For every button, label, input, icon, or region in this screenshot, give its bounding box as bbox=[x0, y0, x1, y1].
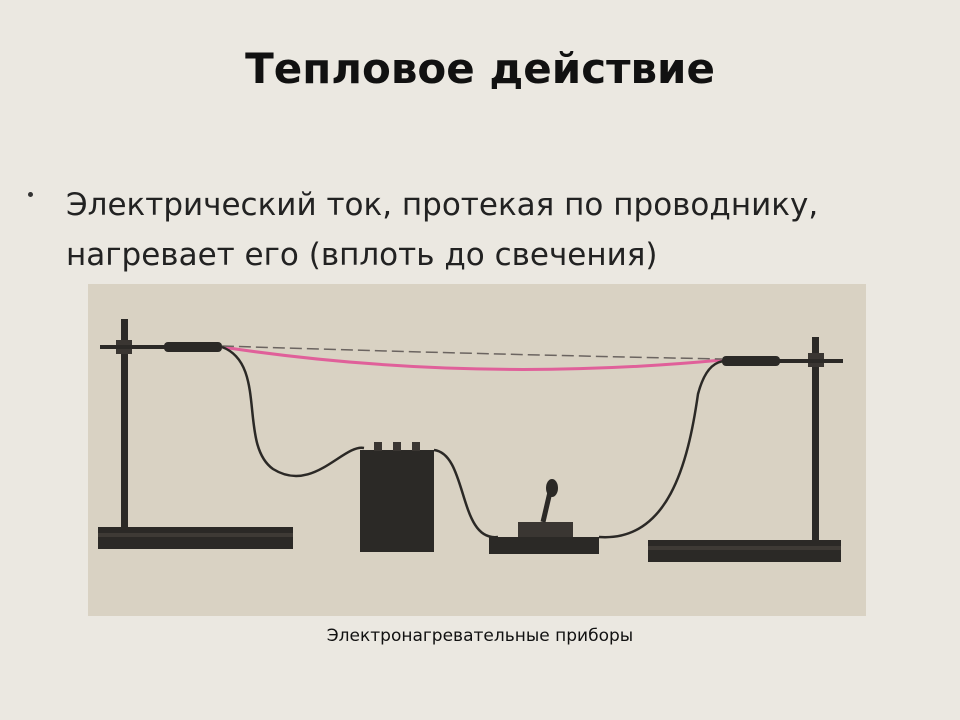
bullet-text: Электрический ток, протекая по проводник… bbox=[66, 187, 819, 273]
wire-left-to-battery bbox=[221, 345, 365, 478]
switch-block bbox=[518, 522, 573, 537]
right-stand-base bbox=[648, 540, 841, 562]
right-stand-rod bbox=[812, 337, 819, 542]
connecting-wires bbox=[221, 345, 725, 539]
battery-terminal-2 bbox=[393, 442, 401, 451]
battery-terminal-3 bbox=[412, 442, 420, 451]
bullet-marker bbox=[28, 192, 33, 197]
slide-title: Тепловое действие bbox=[245, 44, 715, 93]
right-stand-base-shade bbox=[648, 546, 841, 550]
switch-knob bbox=[546, 479, 558, 497]
heated-wire-glow bbox=[221, 345, 723, 371]
heated-wire-core bbox=[221, 345, 723, 360]
wire-battery-to-switch bbox=[433, 448, 499, 539]
bullet-list: Электрический ток, протекая по проводник… bbox=[28, 180, 908, 280]
left-stand-base bbox=[98, 527, 293, 549]
switch-lever bbox=[540, 491, 553, 523]
figure-caption: Электронагревательные приборы bbox=[326, 626, 634, 646]
wire-holders bbox=[100, 342, 843, 366]
battery-body bbox=[360, 450, 434, 552]
left-stand-base-shade bbox=[98, 533, 293, 537]
right-wire-insulator bbox=[722, 356, 780, 366]
switch-base bbox=[489, 537, 599, 554]
battery bbox=[360, 442, 434, 552]
switch bbox=[489, 479, 599, 554]
battery-terminal-1 bbox=[374, 442, 382, 451]
experiment-illustration bbox=[88, 284, 866, 616]
heated-wire bbox=[221, 345, 723, 371]
wire-switch-to-right bbox=[598, 359, 725, 539]
illustration-paper bbox=[88, 284, 866, 616]
left-wire-insulator bbox=[164, 342, 222, 352]
left-stand-rod bbox=[121, 319, 128, 529]
